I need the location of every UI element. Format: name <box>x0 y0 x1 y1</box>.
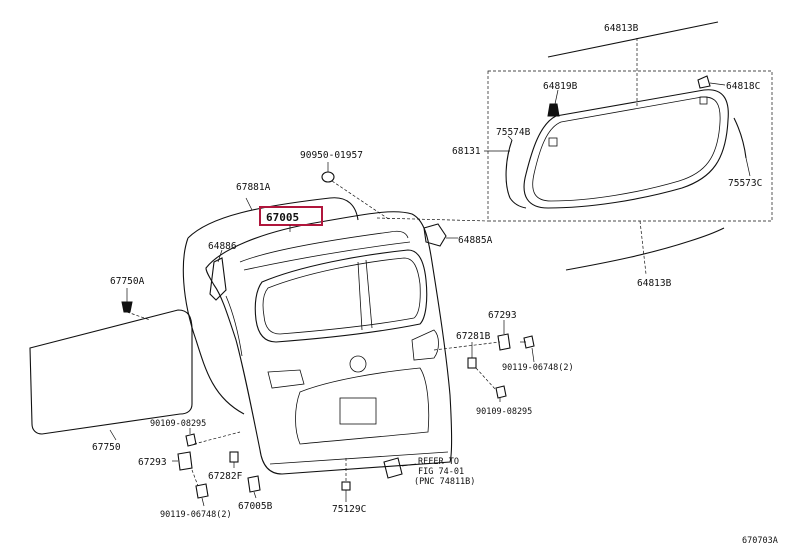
label-67005[interactable]: 67005 <box>266 211 299 224</box>
license-plate-area <box>339 397 377 425</box>
leader-67005B <box>253 491 257 499</box>
back-door-67005-outline[interactable] <box>205 211 453 475</box>
label-67293-right[interactable]: 67293 <box>488 310 517 321</box>
leader-left-dash-2 <box>191 469 199 487</box>
label-90109-08295-right[interactable]: 90109-08295 <box>476 407 532 417</box>
glass-spacer-left <box>548 137 558 147</box>
highlight-box-67005 <box>259 206 323 226</box>
emblem-75129C[interactable] <box>341 481 351 491</box>
label-67005B[interactable]: 67005B <box>238 501 273 512</box>
leader-67881A <box>245 197 253 211</box>
handle-ref-74811B[interactable] <box>383 457 403 479</box>
label-90950-01957[interactable]: 90950-01957 <box>300 150 363 161</box>
stopper-67293-left[interactable] <box>177 451 193 471</box>
stopper-67293-right[interactable] <box>497 333 511 351</box>
screw-90109-right[interactable] <box>495 385 507 399</box>
label-64886[interactable]: 64886 <box>208 241 237 252</box>
label-67282F[interactable]: 67282F <box>208 471 243 482</box>
label-67293-left[interactable]: 67293 <box>138 457 167 468</box>
leader-64886 <box>217 249 223 263</box>
leader-90950-dash <box>331 180 391 221</box>
label-refer-line1: REFER TO <box>418 457 459 467</box>
moulding-top-64813B[interactable] <box>547 21 719 58</box>
door-lamp-opening-left <box>267 369 305 389</box>
screw-90119-left[interactable] <box>195 483 209 499</box>
leader-glass-to-door <box>376 217 489 222</box>
clip-64818C[interactable] <box>697 75 711 89</box>
label-90109-08295-left[interactable]: 90109-08295 <box>150 419 206 429</box>
seal-75573C[interactable] <box>733 117 747 159</box>
leader-64813B-bottom <box>639 220 647 275</box>
label-64813B-top[interactable]: 64813B <box>604 23 639 34</box>
label-75574B[interactable]: 75574B <box>496 127 531 138</box>
label-90119-06748-left[interactable]: 90119-06748(2) <box>160 510 232 520</box>
weatherstrip-67881A-side[interactable] <box>182 237 245 415</box>
leader-64818C <box>709 82 726 86</box>
bracket-64886[interactable] <box>209 257 227 301</box>
moulding-bottom-64813B[interactable] <box>565 227 725 271</box>
glass-spacer-right <box>699 96 708 105</box>
door-window-opening <box>254 249 428 343</box>
leader-stopper-dash <box>433 341 501 351</box>
seal-75574B[interactable] <box>505 139 527 209</box>
glass-assembly-box <box>487 70 773 222</box>
weatherstrip-67881A[interactable] <box>187 197 359 239</box>
back-door-group <box>205 211 453 475</box>
leader-refer <box>401 463 417 467</box>
part-labels: 64813B 64819B 64818C 75574B 68131 75573C… <box>92 23 778 546</box>
door-hole-center <box>349 355 367 373</box>
back-glass-68131[interactable] <box>523 89 729 209</box>
screw-90119-right[interactable] <box>523 335 535 349</box>
label-67750[interactable]: 67750 <box>92 442 121 453</box>
license-plate-recess <box>295 367 430 445</box>
label-64885A[interactable]: 64885A <box>458 235 493 246</box>
figure-id: 670703A <box>742 536 778 546</box>
leader-67281B-dash <box>475 367 497 391</box>
window-bar-left <box>357 261 363 331</box>
label-64818C[interactable]: 64818C <box>726 81 760 92</box>
label-67750A[interactable]: 67750A <box>110 276 145 287</box>
door-bottom-edge <box>269 451 449 465</box>
leader-75573C <box>745 157 751 177</box>
door-window-inner <box>262 257 421 335</box>
label-64819B[interactable]: 64819B <box>543 81 578 92</box>
bumper-67281B[interactable] <box>467 357 477 369</box>
label-refer-line2[interactable]: FIG 74-01 <box>418 467 464 477</box>
door-left-edge-detail <box>225 295 243 357</box>
leader-90119-left <box>201 497 205 507</box>
label-67281B[interactable]: 67281B <box>456 331 491 342</box>
label-64813B-bottom[interactable]: 64813B <box>637 278 672 289</box>
label-75573C[interactable]: 75573C <box>728 178 762 189</box>
trim-board-67750[interactable] <box>29 309 193 435</box>
bumper-67282F[interactable] <box>229 451 239 463</box>
bracket-64885A[interactable] <box>423 223 447 247</box>
label-67881A[interactable]: 67881A <box>236 182 271 193</box>
leader-64819B <box>554 89 559 105</box>
screw-90109-left[interactable] <box>185 433 197 447</box>
label-68131[interactable]: 68131 <box>452 146 481 157</box>
label-90119-06748-right[interactable]: 90119-06748(2) <box>502 363 574 373</box>
cushion-67005B[interactable] <box>247 475 261 493</box>
door-upper-crease <box>243 241 411 271</box>
glass-assembly-group <box>376 21 773 275</box>
leader-90119-right <box>531 347 535 363</box>
door-spoiler-line <box>239 230 409 263</box>
label-refer-line3[interactable]: (PNC 74811B) <box>414 477 475 487</box>
clip-67750A[interactable] <box>121 301 133 313</box>
label-75129C[interactable]: 75129C <box>332 504 366 515</box>
leader-left-dash-1 <box>193 431 241 445</box>
back-glass-inner-edge <box>532 96 721 202</box>
leader-67750A-dash <box>126 311 151 321</box>
plug-90950-01957[interactable] <box>321 171 335 183</box>
leader-67750 <box>109 429 117 441</box>
leader-75574B <box>507 135 513 141</box>
window-bar-right <box>365 259 373 329</box>
door-lamp-opening-right <box>411 329 439 361</box>
clip-64819B[interactable] <box>547 103 560 117</box>
